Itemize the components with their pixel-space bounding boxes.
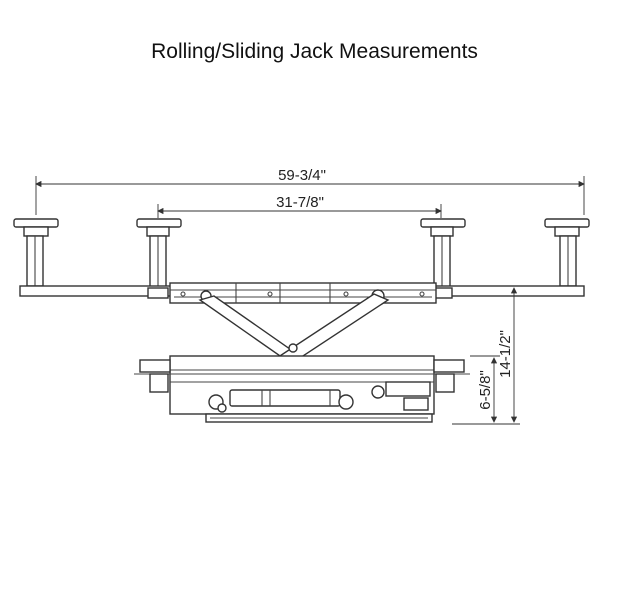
overall-width-dimension: 59-3/4" xyxy=(35,167,585,215)
inner-width-dimension: 31-7/8" xyxy=(157,194,442,218)
outer-right-lift-pad xyxy=(544,218,590,287)
inner-left-lift-pad xyxy=(136,218,182,289)
outer-left-lift-pad xyxy=(13,218,59,287)
overall-width-label: 59-3/4" xyxy=(278,167,326,184)
max-height-dimension: 14-1/2" xyxy=(452,285,520,425)
hydraulic-cylinder xyxy=(205,381,433,423)
max-height-label: 14-1/2" xyxy=(497,330,514,378)
inner-right-lift-pad xyxy=(420,218,466,289)
diagram-title: Rolling/Sliding Jack Measurements xyxy=(151,40,478,63)
inner-width-label: 31-7/8" xyxy=(276,194,324,211)
min-height-label: 6-5/8" xyxy=(477,370,494,410)
min-height-dimension: 6-5/8" xyxy=(470,355,500,423)
